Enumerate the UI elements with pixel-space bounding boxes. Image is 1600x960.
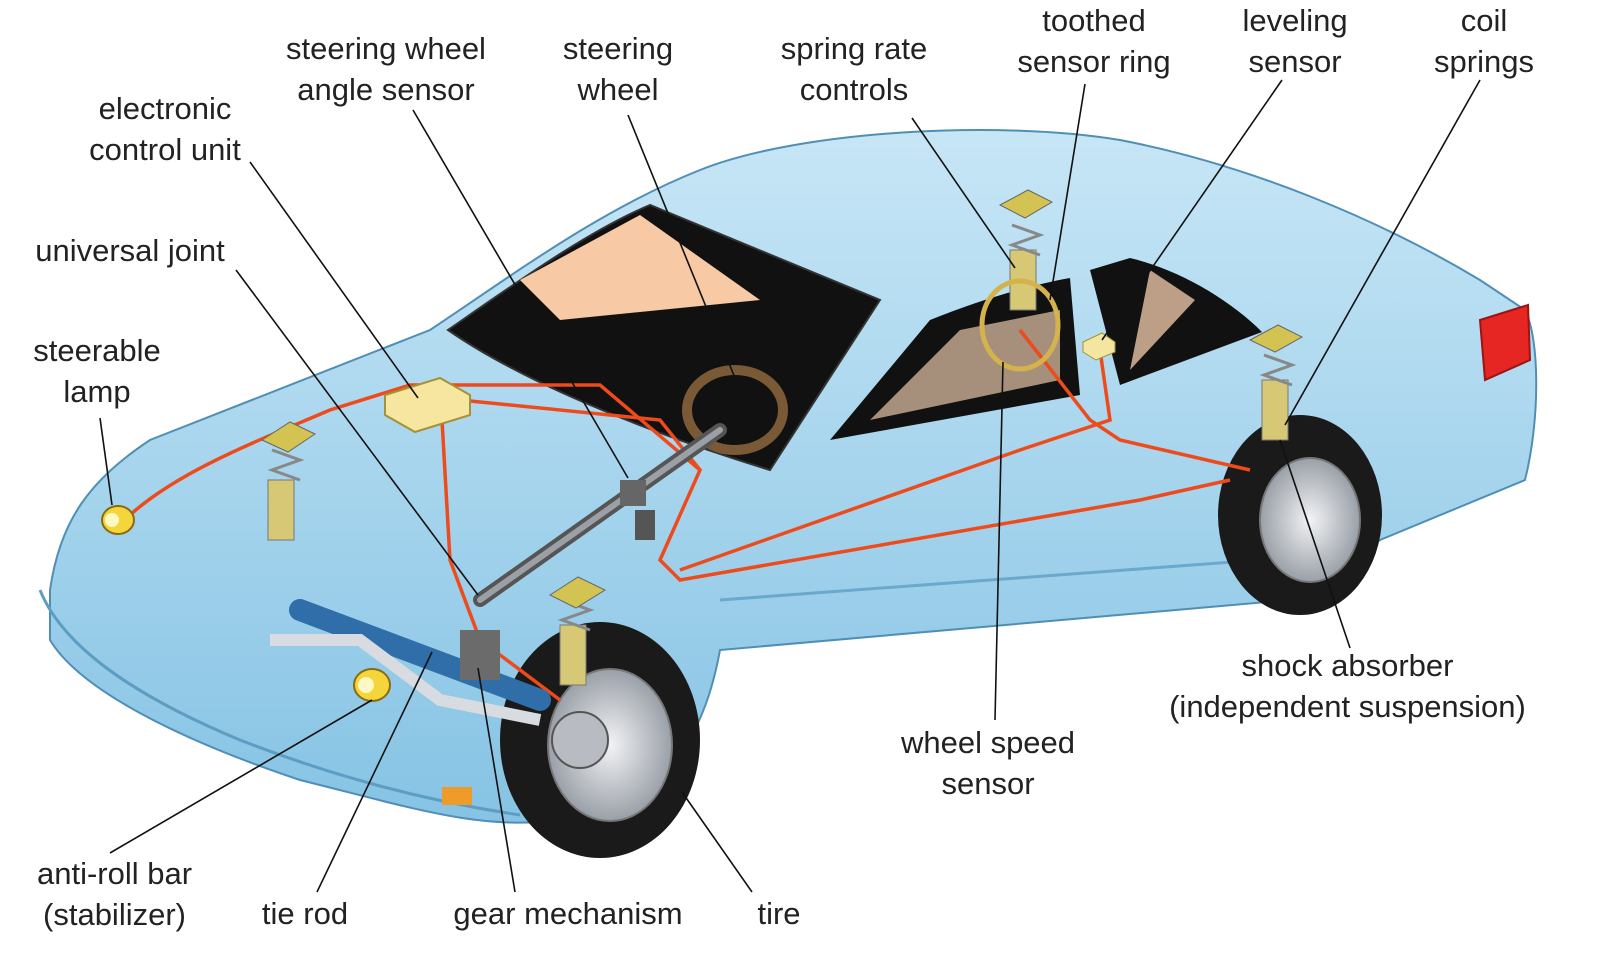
label-line: tire [757, 896, 801, 931]
label-line: steerable [33, 333, 161, 368]
label-tire: tire [748, 893, 810, 934]
label-line: universal joint [35, 233, 225, 268]
front-right-strut [548, 576, 607, 686]
label-steering-wheel-angle-sensor: steering wheel angle sensor [275, 28, 497, 110]
label-toothed-sensor-ring: toothed sensor ring [1005, 0, 1183, 82]
label-line: steering [562, 31, 674, 66]
label-line: gear mechanism [453, 896, 683, 931]
rear-right-strut [1248, 324, 1304, 441]
ecu-box [384, 376, 471, 434]
label-line: electronic [98, 91, 232, 126]
label-line: wheel speed [900, 725, 1076, 760]
label-line: control unit [89, 132, 241, 167]
label-line: sensor [941, 766, 1035, 801]
label-line: coil [1460, 3, 1508, 38]
label-line: (stabilizer) [43, 897, 186, 932]
label-shock-absorber: shock absorber (independent suspension) [1150, 645, 1545, 727]
steering-assembly [270, 365, 788, 726]
leveling-sensor-box [1082, 332, 1116, 361]
label-leveling-sensor: leveling sensor [1230, 0, 1360, 82]
front-left-strut [260, 421, 317, 541]
label-anti-roll-bar: anti-roll bar (stabilizer) [22, 853, 207, 935]
steerable-lamp-front [101, 505, 135, 535]
label-coil-springs: coil springs [1425, 0, 1543, 82]
label-line: controls [799, 72, 909, 107]
label-line: spring rate [780, 31, 928, 66]
label-line: steering wheel [286, 31, 486, 66]
label-line: (independent suspension) [1169, 689, 1526, 724]
label-line: sensor [1248, 44, 1342, 79]
label-line: sensor ring [1017, 44, 1171, 79]
side-marker-light [442, 787, 472, 805]
rear-wheel [1218, 415, 1382, 615]
leader-lines [99, 79, 1481, 893]
label-tie-rod: tie rod [250, 893, 360, 934]
rear-left-strut [979, 189, 1061, 372]
label-line: anti-roll bar [36, 856, 193, 891]
label-line: toothed [1042, 3, 1146, 38]
label-universal-joint: universal joint [20, 230, 240, 271]
label-line: wheel [577, 72, 659, 107]
label-steerable-lamp: steerable lamp [22, 330, 172, 412]
label-line: leveling [1242, 3, 1348, 38]
steerable-lamp-lower [353, 668, 391, 702]
label-electronic-control-unit: electronic control unit [75, 88, 255, 170]
label-wheel-speed-sensor: wheel speed sensor [888, 722, 1088, 804]
label-line: lamp [63, 374, 131, 409]
front-wheel [500, 622, 700, 858]
label-line: tie rod [261, 896, 349, 931]
label-steering-wheel: steering wheel [548, 28, 688, 110]
label-line: shock absorber [1241, 648, 1454, 683]
label-line: angle sensor [297, 72, 475, 107]
label-line: springs [1434, 44, 1534, 79]
label-gear-mechanism: gear mechanism [438, 893, 698, 934]
label-spring-rate-controls: spring rate controls [768, 28, 940, 110]
